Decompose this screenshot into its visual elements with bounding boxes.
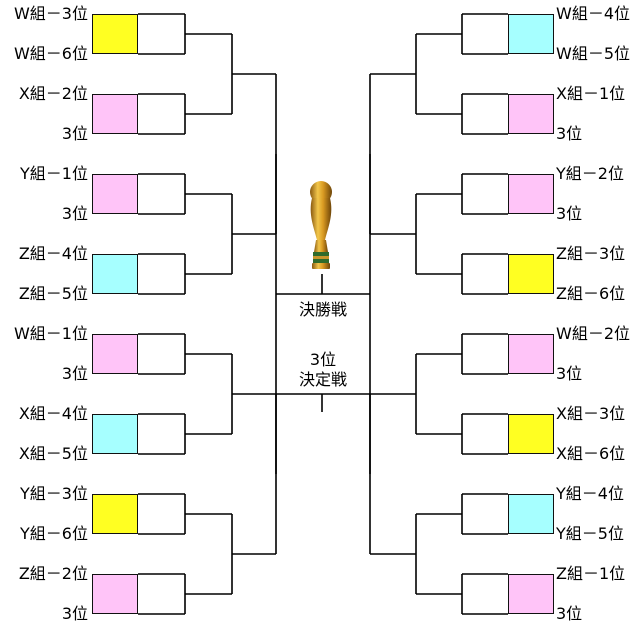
final-label: 決勝戦 (298, 300, 347, 319)
left-slot-5-top: W組－1位 (13, 324, 88, 343)
left-slot-6-top: X組－4位 (18, 404, 88, 423)
left-slot-2-top: X組－2位 (18, 84, 88, 103)
right-match-box-4 (508, 254, 554, 294)
left-slot-7-top: Y組－3位 (20, 484, 88, 503)
right-slot-3-bottom: 3位 (556, 204, 583, 223)
left-match-box-7 (92, 494, 138, 534)
right-match-box-1 (508, 14, 554, 54)
left-slot-4-bottom: Z組－5位 (18, 284, 88, 303)
right-slot-2-top: X組－1位 (556, 84, 626, 103)
right-match-box-8 (508, 574, 554, 614)
left-slot-4-top: Z組－4位 (18, 244, 88, 263)
right-slot-7-bottom: Y組－5位 (556, 524, 624, 543)
right-slot-5-bottom: 3位 (556, 364, 583, 383)
left-slot-8-bottom: 3位 (61, 604, 88, 621)
trophy-icon (310, 181, 332, 269)
left-slot-3-top: Y組－1位 (20, 164, 88, 183)
left-slot-7-bottom: Y組－6位 (20, 524, 88, 543)
left-slot-8-top: Z組－2位 (18, 564, 88, 583)
right-slot-7-top: Y組－4位 (556, 484, 624, 503)
right-slot-4-top: Z組－3位 (556, 244, 626, 263)
right-match-box-7 (508, 494, 554, 534)
right-slot-5-top: W組－2位 (556, 324, 631, 343)
right-slot-2-bottom: 3位 (556, 124, 583, 143)
right-slot-4-bottom: Z組－6位 (556, 284, 626, 303)
right-slot-3-top: Y組－2位 (556, 164, 624, 183)
third-place-label-line2: 決定戦 (298, 370, 347, 389)
right-slot-1-bottom: W組－5位 (556, 44, 631, 63)
left-slot-5-bottom: 3位 (61, 364, 88, 383)
left-match-box-4 (92, 254, 138, 294)
left-slot-1-top: W組－3位 (13, 4, 88, 23)
right-match-box-6 (508, 414, 554, 454)
left-slot-6-bottom: X組－5位 (18, 444, 88, 463)
right-match-box-5 (508, 334, 554, 374)
left-match-box-6 (92, 414, 138, 454)
left-slot-1-bottom: W組－6位 (13, 44, 88, 63)
right-slot-6-top: X組－3位 (556, 404, 626, 423)
left-match-box-1 (92, 14, 138, 54)
left-slot-3-bottom: 3位 (61, 204, 88, 223)
right-slot-8-bottom: 3位 (556, 604, 583, 621)
right-slot-6-bottom: X組－6位 (556, 444, 626, 463)
third-place-label-line1: 3位 (309, 350, 337, 369)
right-match-box-2 (508, 94, 554, 134)
left-match-box-3 (92, 174, 138, 214)
left-match-box-2 (92, 94, 138, 134)
right-slot-8-top: Z組－1位 (556, 564, 626, 583)
left-slot-2-bottom: 3位 (61, 124, 88, 143)
left-match-box-5 (92, 334, 138, 374)
right-slot-1-top: W組－4位 (556, 4, 631, 23)
right-match-box-3 (508, 174, 554, 214)
left-match-box-8 (92, 574, 138, 614)
